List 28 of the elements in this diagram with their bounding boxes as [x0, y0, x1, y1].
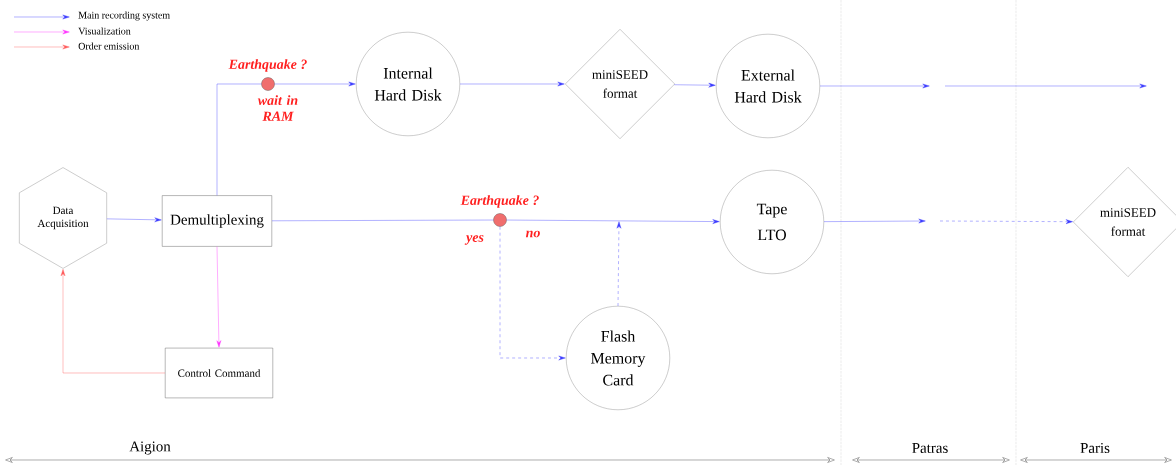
legend-text: Visualization: [78, 27, 131, 35]
region-label: Paris: [1080, 442, 1110, 453]
legend-text: Main recording system: [78, 11, 170, 21]
region-label: Patras: [912, 443, 948, 453]
edge-label: no: [524, 229, 542, 239]
arrow: [106, 217, 162, 223]
arrow: [60, 269, 166, 374]
arrow: [274, 81, 356, 87]
hexagon-node: Data Acquisition: [19, 167, 107, 269]
arrow: [819, 83, 930, 89]
region-label: Aigion: [129, 441, 171, 455]
arrow: [499, 226, 566, 361]
arrow: [616, 221, 622, 307]
connector: [216, 83, 262, 196]
node-label: wait in RAM: [257, 95, 298, 121]
node-label: Earthquake ?: [460, 195, 539, 208]
arrow: [674, 82, 716, 88]
arrow: [216, 246, 222, 348]
process-box: Demultiplexing: [162, 195, 272, 247]
node-label: Earthquake ?: [228, 59, 307, 72]
connector: [271, 219, 494, 221]
arrow: [939, 219, 1073, 224]
arrow: [459, 81, 565, 87]
arrow: [823, 218, 926, 224]
edge-label: yes: [464, 234, 485, 246]
legend-text: Order emission: [78, 42, 140, 50]
process-box: Control Command: [165, 347, 273, 399]
arrow: [506, 219, 720, 224]
